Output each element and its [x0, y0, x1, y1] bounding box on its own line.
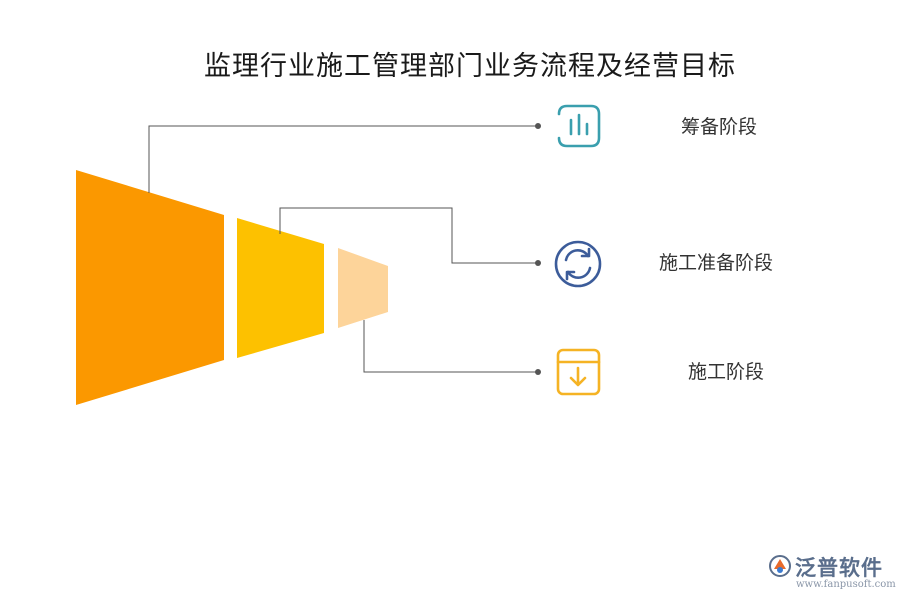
logo-url: www.fanpusoft.com [796, 579, 896, 590]
refresh-icon [554, 240, 602, 288]
stage-label-2: 施工准备阶段 [659, 252, 774, 274]
bar-chart-icon [557, 104, 601, 148]
connector-dot-3 [535, 369, 541, 375]
connector-line-3 [363, 320, 538, 373]
connector-line-2 [279, 207, 538, 264]
logo-mark-icon [769, 555, 791, 577]
funnel-segment-3 [338, 248, 388, 328]
funnel-segment-1 [76, 170, 224, 405]
download-box-icon [556, 348, 601, 396]
funnel-segment-2 [237, 218, 324, 358]
stage-label-3: 施工阶段 [688, 361, 765, 383]
connector-line-1 [148, 125, 538, 193]
stage-label-1: 筹备阶段 [681, 116, 758, 138]
connector-dot-1 [535, 123, 541, 129]
logo-name: 泛普软件 [795, 556, 883, 580]
connector-dot-2 [535, 260, 541, 266]
brand-logo: 泛普软件 www.fanpusoft.com [768, 552, 896, 594]
page-title: 监理行业施工管理部门业务流程及经营目标 [204, 51, 736, 82]
